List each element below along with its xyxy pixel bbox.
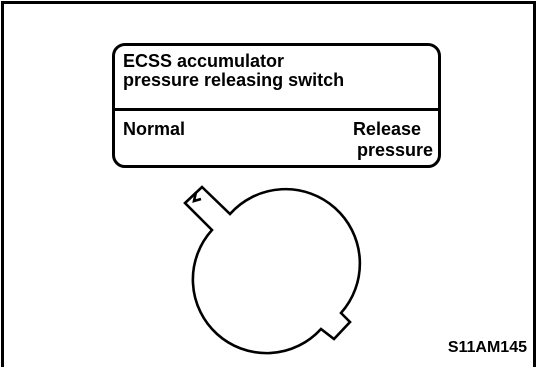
position-release-line1: Release (352, 119, 421, 139)
switch-label-title-line2: pressure releasing switch (123, 70, 345, 90)
pointer-notch-mark (192, 191, 202, 203)
switch-label-title-line1: ECSS accumulator (123, 51, 285, 71)
label-divider (115, 108, 438, 111)
switch-label-title: ECSS accumulator pressure releasing swit… (123, 52, 344, 90)
position-release-line2: pressure (356, 140, 433, 160)
position-release-label: Release pressure (353, 119, 433, 161)
switch-knob-body (183, 185, 362, 355)
figure-id-label: S11AM145 (447, 339, 527, 356)
switch-label-plate: ECSS accumulator pressure releasing swit… (112, 43, 441, 168)
position-normal-label: Normal (123, 119, 186, 139)
